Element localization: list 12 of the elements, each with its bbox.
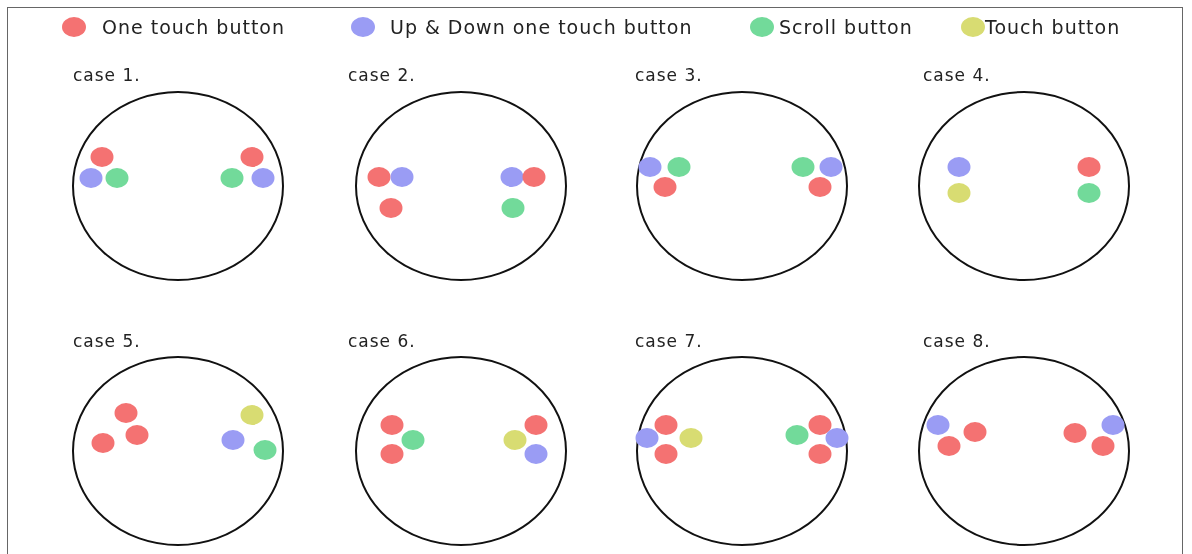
case-label: case 2. — [348, 65, 416, 85]
legend-label: Touch button — [985, 16, 1121, 38]
case-label: case 3. — [635, 65, 703, 85]
case-label: case 4. — [923, 65, 991, 85]
case-label: case 7. — [635, 331, 703, 351]
case-label: case 1. — [73, 65, 141, 85]
case-label: case 8. — [923, 331, 991, 351]
case-label: case 5. — [73, 331, 141, 351]
legend-label: Up & Down one touch button — [390, 16, 693, 38]
legend-label: Scroll button — [779, 16, 913, 38]
legend-label: One touch button — [102, 16, 286, 38]
case-label: case 6. — [348, 331, 416, 351]
